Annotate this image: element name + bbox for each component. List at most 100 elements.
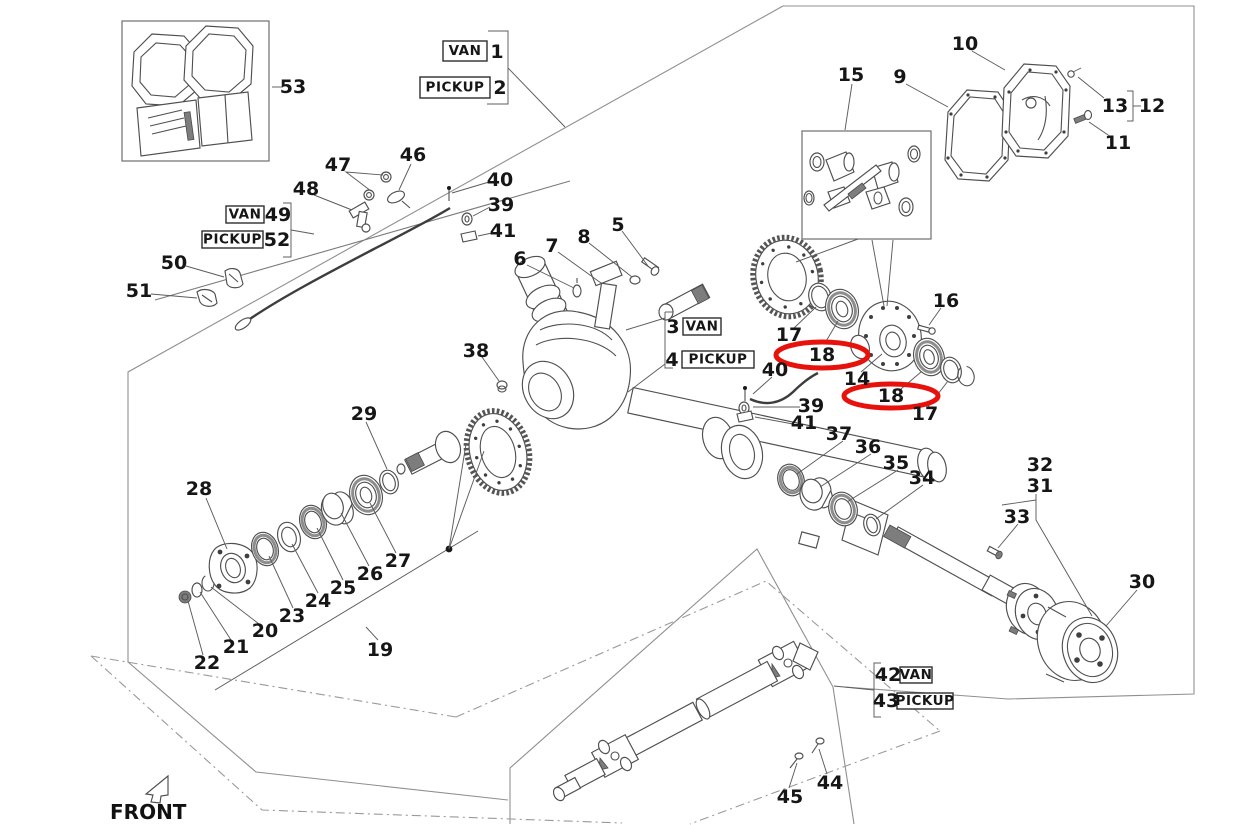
front-indicator: FRONT xyxy=(110,774,187,824)
crown-wheel-upper xyxy=(750,234,824,320)
seal-37 xyxy=(777,463,805,497)
callout-31: 31 xyxy=(1027,475,1053,497)
callout-39: 39 xyxy=(798,395,824,417)
callout-3: 3 xyxy=(666,316,679,338)
clamp-46 xyxy=(386,190,411,209)
ring-34 xyxy=(863,513,881,537)
callout-23: 23 xyxy=(279,605,305,627)
callout-29: 29 xyxy=(351,403,377,425)
cable-end xyxy=(234,317,252,331)
nuts-47 xyxy=(363,171,392,201)
callout-34: 34 xyxy=(909,467,935,489)
bolt-45 xyxy=(789,752,804,769)
variant-tag-box-van-1 xyxy=(442,40,488,62)
instruction-sheet xyxy=(197,91,253,147)
callout-42: 42 xyxy=(875,664,901,686)
callout-16: 16 xyxy=(933,290,959,312)
callout-12: 12 xyxy=(1139,95,1165,117)
highlight-ellipse-18 xyxy=(773,339,871,371)
front-label: FRONT xyxy=(110,800,187,824)
ring-17b xyxy=(940,356,962,384)
bolt-40b xyxy=(743,386,747,401)
bearing-18 xyxy=(825,288,859,330)
variant-tag-label: VAN xyxy=(229,207,262,223)
callout-13: 13 xyxy=(1102,95,1128,117)
callout-22: 22 xyxy=(194,652,220,674)
bearing-25 xyxy=(298,504,328,540)
callout-2: 2 xyxy=(493,77,506,99)
variant-tag-label: VAN xyxy=(686,319,719,335)
flange-28 xyxy=(208,542,258,594)
crown-wheel-kit-19 xyxy=(463,408,533,496)
stud-bolt-33 xyxy=(986,545,1003,560)
callout-33: 33 xyxy=(1004,506,1030,528)
diff-carrier-14 xyxy=(850,300,922,372)
callout-18-highlighted: 18 xyxy=(809,344,835,366)
callout-7: 7 xyxy=(545,235,558,257)
callout-50: 50 xyxy=(161,252,187,274)
clip-41b xyxy=(736,410,754,423)
callout-45: 45 xyxy=(777,786,803,808)
front-arrow-icon xyxy=(144,774,169,804)
callout-38: 38 xyxy=(463,340,489,362)
leader-lines xyxy=(150,30,1141,789)
callout-39: 39 xyxy=(488,194,514,216)
callout-48: 48 xyxy=(293,178,319,200)
variant-tag-label: PICKUP xyxy=(203,232,262,248)
clip-41a xyxy=(460,230,478,243)
callout-49: 49 xyxy=(265,204,291,226)
callout-51: 51 xyxy=(126,280,152,302)
callout-47: 47 xyxy=(325,154,351,176)
callout-1: 1 xyxy=(490,41,503,63)
variant-tag-label: PICKUP xyxy=(689,352,748,368)
callout-17: 17 xyxy=(912,403,938,425)
callout-19: 19 xyxy=(367,639,393,661)
callout-10: 10 xyxy=(952,33,978,55)
nut-22 xyxy=(178,590,192,604)
bearing-35 xyxy=(828,491,858,527)
gasket-9 xyxy=(944,89,1011,182)
seal-23 xyxy=(250,531,280,567)
callout-41: 41 xyxy=(490,220,516,242)
callout-52: 52 xyxy=(264,229,290,251)
bolt-13 xyxy=(1067,67,1082,78)
callout-20: 20 xyxy=(252,620,278,642)
callout-44: 44 xyxy=(817,772,843,794)
callout-41: 41 xyxy=(791,412,817,434)
callout-5: 5 xyxy=(611,214,624,236)
variant-tag-label: PICKUP xyxy=(426,80,485,96)
tee-fitting-48 xyxy=(348,201,371,233)
callout-26: 26 xyxy=(357,563,383,585)
highlight-ellipse-18 xyxy=(841,381,941,411)
callout-35: 35 xyxy=(883,452,909,474)
breather-cable-group xyxy=(154,171,571,331)
callout-40: 40 xyxy=(487,169,513,191)
variant-tag-box-pickup-2 xyxy=(419,76,491,99)
callout-27: 27 xyxy=(385,550,411,572)
clip-50 xyxy=(224,267,244,289)
variant-tag-box-van-42 xyxy=(899,666,933,684)
callout-40: 40 xyxy=(762,359,788,381)
callout-24: 24 xyxy=(305,590,331,612)
callout-28: 28 xyxy=(186,478,212,500)
drive-pinion xyxy=(396,430,462,475)
spacer-36 xyxy=(799,477,833,511)
diff-carrier-group xyxy=(808,282,975,387)
cover-10 xyxy=(1001,63,1071,159)
callout-11: 11 xyxy=(1105,132,1131,154)
snap-ring xyxy=(957,365,975,387)
axle-shaft-group xyxy=(777,463,1119,684)
bolt-40a xyxy=(447,186,451,201)
variant-tag-box-pickup-52 xyxy=(201,230,264,249)
washer-21 xyxy=(191,582,203,598)
variant-tag-box-van-49 xyxy=(225,205,265,224)
bolt-5 xyxy=(640,256,660,276)
callout-18-highlighted: 18 xyxy=(878,385,904,407)
axle-housing xyxy=(496,255,947,556)
callout-46: 46 xyxy=(400,144,426,166)
callout-17: 17 xyxy=(776,324,802,346)
